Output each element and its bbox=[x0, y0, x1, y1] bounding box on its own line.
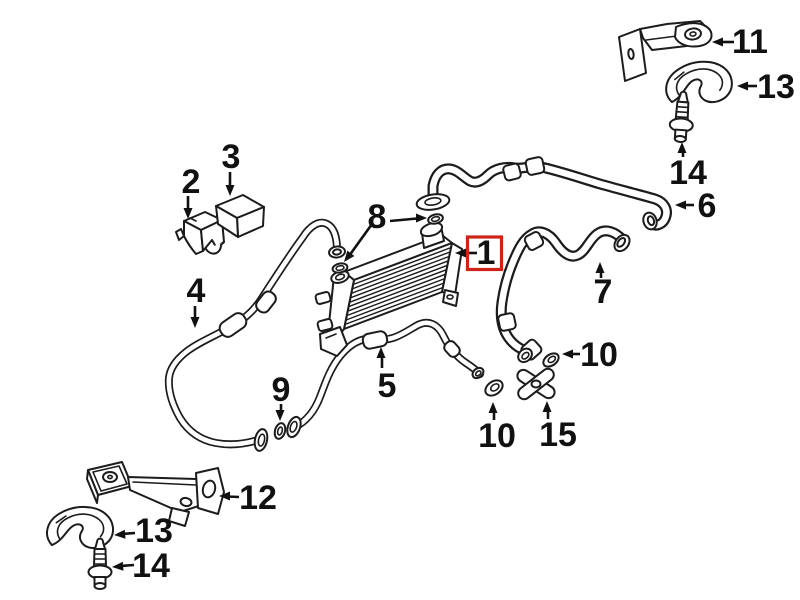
pipe-5-crimp bbox=[443, 340, 461, 358]
clamp-13-upper bbox=[661, 56, 736, 110]
pipe-5-end-fitting bbox=[471, 366, 485, 380]
pipe-5-bell-end bbox=[286, 415, 302, 439]
hose-6 bbox=[415, 156, 672, 231]
pipe-4-bell-end bbox=[253, 428, 269, 452]
pipe-4-hook-end bbox=[328, 245, 346, 259]
cushion-block-3 bbox=[215, 194, 265, 238]
pipe-5-crimp bbox=[361, 330, 389, 350]
callout-label-part-13-upper: 13 bbox=[757, 68, 795, 106]
callout-label-part-6: 6 bbox=[698, 187, 717, 225]
callout-label-part-7: 7 bbox=[594, 273, 613, 311]
callout-label-part-11: 11 bbox=[732, 23, 768, 61]
pipe-4-crimp bbox=[218, 312, 248, 338]
cooler-foot bbox=[319, 326, 348, 357]
hose-6-collar bbox=[524, 156, 546, 176]
clamp-15 bbox=[516, 367, 556, 401]
hose-7-collar bbox=[523, 231, 545, 251]
hose-6-flange bbox=[415, 193, 451, 211]
callout-label-part-15: 15 bbox=[539, 416, 577, 454]
callout-label-part-5: 5 bbox=[378, 367, 397, 405]
hose-6-collar bbox=[502, 162, 522, 182]
oil-pipe-5 bbox=[286, 318, 485, 439]
callout-label-part-14-upper: 14 bbox=[669, 154, 707, 192]
o-ring-8-left bbox=[331, 262, 349, 274]
callout-label-part-10-lower: 10 bbox=[478, 417, 516, 455]
bracket-2 bbox=[175, 211, 225, 255]
cooler-fins bbox=[344, 246, 452, 326]
bracket-12 bbox=[86, 461, 225, 527]
pipe-4-crimp bbox=[255, 290, 277, 314]
hose-7-open-end-top bbox=[613, 233, 631, 253]
seal-ring-9 bbox=[273, 422, 287, 440]
cooler-left-tab bbox=[316, 318, 334, 332]
callout-label-part-4: 4 bbox=[187, 272, 206, 310]
callout-label-part-9: 9 bbox=[272, 371, 291, 409]
cooler-right-tab bbox=[442, 289, 459, 307]
seal-10-right bbox=[542, 352, 560, 368]
cooler-left-tab bbox=[314, 291, 332, 305]
callout-label-part-12: 12 bbox=[239, 479, 277, 517]
oil-cooler bbox=[314, 221, 463, 357]
o-ring-8-top bbox=[427, 213, 444, 225]
callout-labels: 1 2 3 4 5 6 7 8 9 10 10 11 12 13 13 14 1… bbox=[132, 23, 795, 585]
hose-7-end-fitting bbox=[517, 338, 543, 364]
hose-7 bbox=[495, 225, 631, 364]
hose-6-open-end bbox=[642, 211, 658, 231]
bracket-11 bbox=[618, 20, 713, 82]
hose-7-collar bbox=[497, 312, 517, 332]
callout-label-part-3: 3 bbox=[222, 138, 241, 176]
callout-label-part-8: 8 bbox=[368, 198, 387, 236]
callout-label-part-2: 2 bbox=[182, 163, 201, 201]
highlight-box bbox=[465, 235, 504, 272]
callout-label-part-10-right: 10 bbox=[580, 336, 618, 374]
callout-label-part-14-lower: 14 bbox=[132, 547, 170, 585]
oil-pipe-4 bbox=[164, 218, 346, 452]
callout-label-part-1: 1 bbox=[477, 234, 496, 272]
callout-label-part-13-lower: 13 bbox=[135, 512, 173, 550]
seal-10-lower bbox=[484, 379, 504, 397]
